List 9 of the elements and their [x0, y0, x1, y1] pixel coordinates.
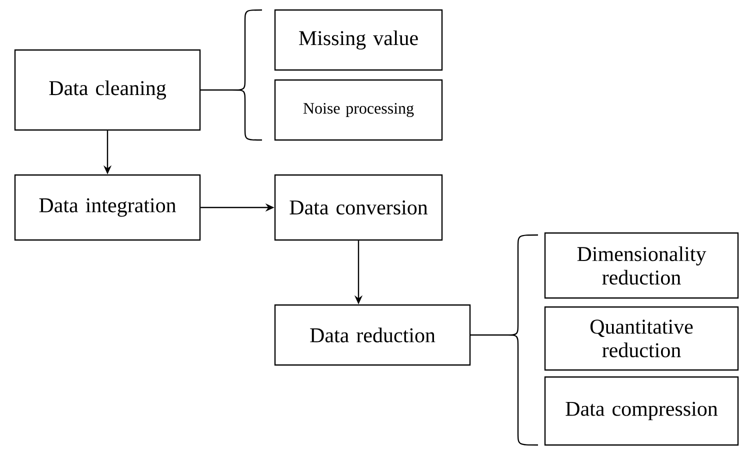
process-box: Data reduction — [274, 304, 471, 366]
process-box: Data cleaning — [14, 49, 201, 131]
process-box: Dimensionality reduction — [544, 232, 739, 299]
process-box: Data integration — [14, 174, 201, 241]
process-box: Missing value — [274, 9, 443, 71]
process-box: Quantitative reduction — [544, 306, 739, 371]
process-box: Data compression — [544, 376, 739, 446]
process-box: Noise processing — [274, 79, 443, 141]
process-box: Data conversion — [274, 174, 443, 241]
